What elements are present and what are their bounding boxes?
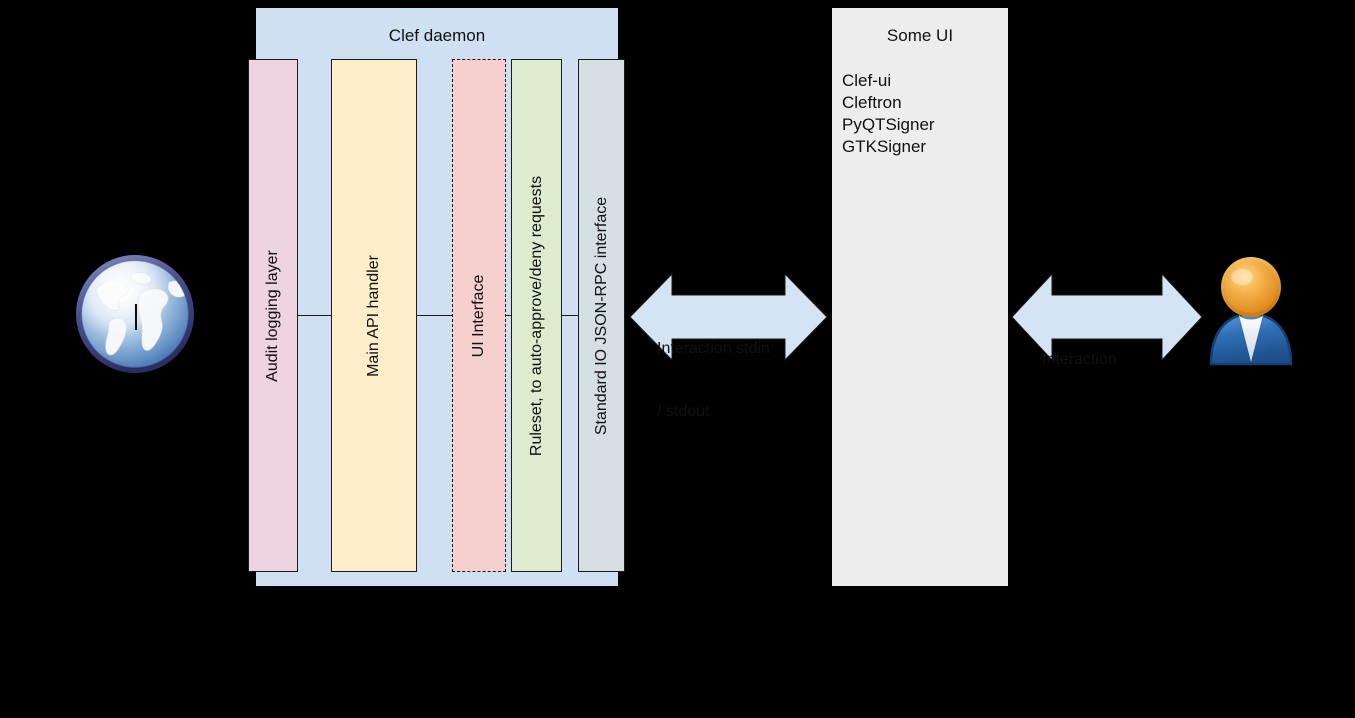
globe-icon xyxy=(73,252,198,377)
connector-line-api-uiinterface xyxy=(416,315,453,316)
stdio-arrow-label: Interaction stdin / stdout xyxy=(657,296,770,464)
list-item: PyQTSigner xyxy=(842,115,935,134)
column-label-standard-io-json-rpc: Standard IO JSON-RPC interface xyxy=(592,196,610,435)
some-ui-panel: Some UI Clef-ui Cleftron PyQTSigner GTKS… xyxy=(832,8,1008,586)
interaction-arrow-label: Interaction xyxy=(1042,307,1117,412)
column-standard-io-json-rpc: Standard IO JSON-RPC interface xyxy=(578,59,625,572)
stdio-arrow-label-line2: / stdout xyxy=(657,403,710,420)
stdio-arrow-label-line1: Interaction stdin xyxy=(657,340,770,357)
list-item: GTKSigner xyxy=(842,137,927,156)
column-label-ruleset: Ruleset, to auto-approve/deny requests xyxy=(527,175,545,456)
some-ui-title: Some UI xyxy=(886,26,954,45)
connector-line-uiinterface-ruleset xyxy=(505,315,513,316)
connector-line-audit-api xyxy=(297,315,332,316)
column-ui-interface: UI Interface xyxy=(452,59,506,572)
list-item: Cleftron xyxy=(842,93,902,112)
interaction-arrow: Interaction xyxy=(1012,272,1202,368)
stdio-arrow: Interaction stdin / stdout xyxy=(630,272,827,420)
some-ui-list: Clef-ui Cleftron PyQTSigner GTKSigner xyxy=(842,70,1002,158)
column-label-audit-logging-layer: Audit logging layer xyxy=(264,249,281,382)
user-icon xyxy=(1205,252,1297,366)
clef-daemon-container: Clef daemon xyxy=(256,8,618,586)
connector-line-ruleset-stdio xyxy=(561,315,579,316)
column-label-ui-interface: UI Interface xyxy=(470,274,487,357)
column-ruleset: Ruleset, to auto-approve/deny requests xyxy=(511,59,562,572)
column-label-main-api-handler: Main API handler xyxy=(365,254,382,377)
clef-daemon-title: Clef daemon xyxy=(388,26,486,45)
column-main-api-handler: Main API handler xyxy=(331,59,417,572)
interaction-arrow-label-line1: Interaction xyxy=(1042,351,1117,368)
list-item: Clef-ui xyxy=(842,71,892,90)
column-audit-logging-layer: Audit logging layer xyxy=(248,59,298,572)
